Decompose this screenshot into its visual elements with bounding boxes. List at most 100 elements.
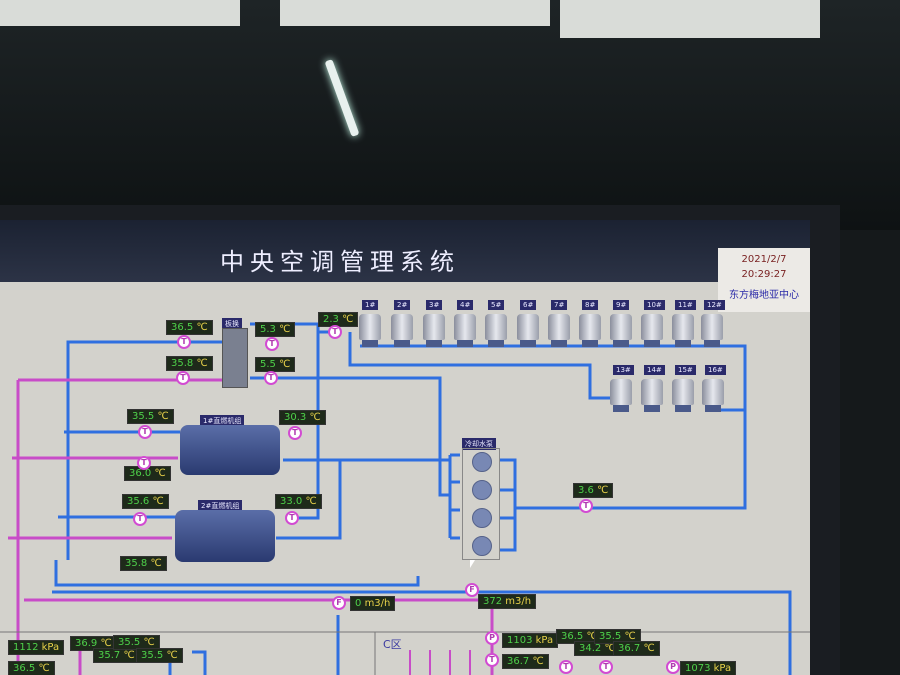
cooling-tower[interactable] — [670, 308, 696, 348]
readout-ch1-in: 35.5 ℃ — [127, 409, 174, 424]
tower-label: 8# — [582, 300, 599, 310]
temp-sensor-icon[interactable]: T — [177, 335, 191, 349]
tower-label: 16# — [705, 365, 726, 375]
tower-label: 15# — [675, 365, 696, 375]
temp-sensor-icon[interactable]: T — [328, 325, 342, 339]
temp-sensor-icon[interactable]: T — [137, 456, 151, 470]
readout-unit: ℃ — [643, 643, 655, 654]
readout-unit: ℃ — [196, 322, 208, 333]
cooling-pump-3[interactable] — [472, 508, 492, 528]
readout-unit: ℃ — [604, 643, 616, 654]
temp-sensor-icon[interactable]: T — [133, 512, 147, 526]
cooling-tower[interactable] — [608, 373, 634, 413]
readout-b-p1: 1112 kPa — [8, 640, 65, 655]
flow-sensor-icon[interactable]: F — [465, 583, 479, 597]
tower-label: 6# — [520, 300, 537, 310]
readout-value: 5.5 — [260, 359, 276, 370]
pipe-network — [0, 322, 810, 675]
readout-unit: m3/h — [364, 598, 391, 609]
readout-unit: ℃ — [38, 663, 50, 674]
temp-sensor-icon[interactable]: T — [265, 337, 279, 351]
room-background — [0, 0, 900, 230]
tower-label: 2# — [394, 300, 411, 310]
date: 2021/2/7 — [741, 254, 787, 265]
temp-sensor-icon[interactable]: T — [176, 371, 190, 385]
readout-unit: ℃ — [154, 468, 166, 479]
wall-paper — [0, 0, 240, 26]
cooling-tower[interactable] — [515, 308, 541, 348]
cooling-tower[interactable] — [608, 308, 634, 348]
readout-value: 35.5 — [141, 650, 164, 661]
page-title: 中央空调管理系统 — [220, 248, 460, 276]
tower-label: 4# — [457, 300, 474, 310]
title-bar: 中央空调管理系统 — [0, 220, 810, 282]
readout-unit: ℃ — [305, 496, 317, 507]
readout-value: 36.5 — [13, 663, 36, 674]
cooling-tower[interactable] — [357, 308, 383, 348]
readout-value: 36.7 — [507, 656, 530, 667]
readout-value: 30.3 — [284, 412, 307, 423]
cooling-tower[interactable] — [421, 308, 447, 348]
temp-sensor-icon[interactable]: T — [485, 653, 499, 667]
readout-c-p1: 1103 kPa — [502, 633, 559, 648]
readout-b-t4: 35.5 ℃ — [113, 635, 160, 650]
readout-unit: ℃ — [624, 631, 636, 642]
temp-sensor-icon[interactable]: T — [288, 426, 302, 440]
readout-unit: ℃ — [532, 656, 544, 667]
chiller-2[interactable] — [175, 510, 275, 562]
temp-sensor-icon[interactable]: T — [264, 371, 278, 385]
readout-unit: ℃ — [279, 324, 291, 335]
pressure-sensor-icon[interactable]: P — [666, 660, 680, 674]
readout-value: 2.3 — [323, 314, 339, 325]
tower-label: 3# — [426, 300, 443, 310]
temp-sensor-icon[interactable]: T — [559, 660, 573, 674]
readout-unit: ℃ — [100, 638, 112, 649]
cooling-tower[interactable] — [670, 373, 696, 413]
cooling-tower[interactable] — [546, 308, 572, 348]
readout-unit: ℃ — [586, 631, 598, 642]
plate-hx-label: 板换 — [222, 318, 242, 330]
readout-unit: ℃ — [123, 650, 135, 661]
readout-hx-in-supply: 35.8 ℃ — [166, 356, 213, 371]
cooling-tower[interactable] — [639, 373, 665, 413]
temp-sensor-icon[interactable]: T — [138, 425, 152, 439]
cooling-tower[interactable] — [699, 308, 725, 348]
cooling-pump-4[interactable] — [472, 536, 492, 556]
temp-sensor-icon[interactable]: T — [599, 660, 613, 674]
readout-b-t5: 35.5 ℃ — [136, 648, 183, 663]
cooling-pump-1[interactable] — [472, 452, 492, 472]
cooling-pump-2[interactable] — [472, 480, 492, 500]
cooling-tower[interactable] — [452, 308, 478, 348]
readout-value: 35.8 — [171, 358, 194, 369]
flow-sensor-icon[interactable]: F — [332, 596, 346, 610]
pressure-sensor-icon[interactable]: P — [485, 631, 499, 645]
tower-label: 11# — [675, 300, 696, 310]
readout-value: 0 — [355, 598, 362, 609]
mouse-cursor — [470, 560, 475, 568]
readout-value: 3.6 — [578, 485, 594, 496]
readout-unit: ℃ — [152, 496, 164, 507]
tower-label: 12# — [704, 300, 725, 310]
plate-heat-exchanger[interactable] — [222, 328, 248, 388]
readout-unit: kPa — [535, 635, 554, 646]
cooling-tower[interactable] — [639, 308, 665, 348]
temp-sensor-icon[interactable]: T — [285, 511, 299, 525]
cooling-tower[interactable] — [389, 308, 415, 348]
site-name: 东方梅地亚中心 — [729, 290, 799, 301]
readout-value: 35.7 — [98, 650, 121, 661]
temp-sensor-icon[interactable]: T — [579, 499, 593, 513]
zone-c-label: C区 — [383, 638, 402, 651]
readout-unit: ℃ — [157, 411, 169, 422]
readout-c-t1: 36.7 ℃ — [502, 654, 549, 669]
readout-value: 33.0 — [280, 496, 303, 507]
tower-label: 7# — [551, 300, 568, 310]
cooling-tower[interactable] — [483, 308, 509, 348]
cooling-tower[interactable] — [577, 308, 603, 348]
chiller-1[interactable] — [180, 425, 280, 475]
cooling-tower[interactable] — [700, 373, 726, 413]
tower-label: 5# — [488, 300, 505, 310]
readout-hx-in-return: 36.5 ℃ — [166, 320, 213, 335]
readout-value: 36.7 — [618, 643, 641, 654]
readout-unit: ℃ — [150, 558, 162, 569]
readout-value: 36.0 — [129, 468, 152, 479]
